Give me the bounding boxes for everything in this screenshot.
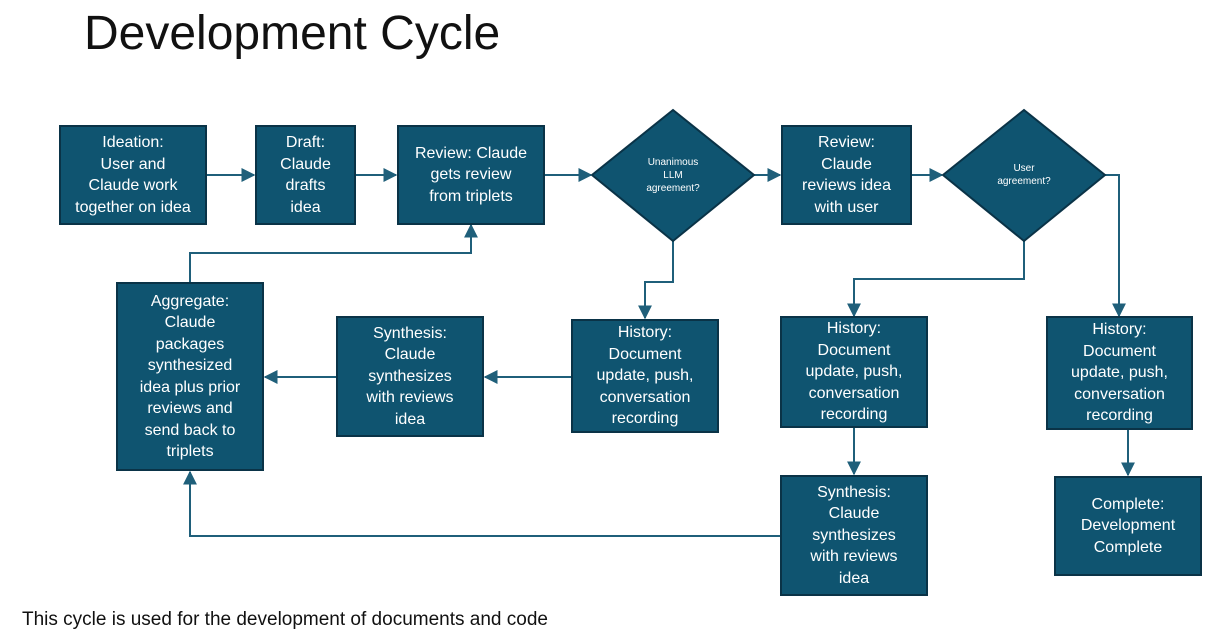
arrow-user-decision-to-history-3 [1105, 174, 1126, 318]
llm-agreement-label: Unanimous LLM agreement? [646, 156, 700, 194]
arrow-user-decision-to-history-2 [847, 241, 1025, 318]
draft-box: Draft: Claude drafts idea [255, 125, 356, 225]
ideation-text: Ideation: User and Claude work together … [75, 134, 191, 216]
history-2-box: History: Document update, push, conversa… [780, 316, 928, 428]
aggregate-box: Aggregate: Claude packages synthesized i… [116, 282, 264, 471]
arrow-aggregate-to-review [189, 223, 478, 282]
review-triplets-box: Review: Claude gets review from triplets [397, 125, 545, 225]
aggregate-text: Aggregate: Claude packages synthesized i… [139, 292, 241, 461]
history-1-text: History: Document update, push, conversa… [596, 324, 694, 428]
history-3-text: History: Document update, push, conversa… [1071, 321, 1168, 425]
review-user-box: Review: Claude reviews idea with user [781, 125, 912, 225]
history-2-text: History: Document update, push, conversa… [805, 320, 903, 424]
complete-box: Complete: Development Complete [1054, 476, 1202, 576]
user-decision-diamond [941, 108, 1107, 243]
history-3-box: History: Document update, push, conversa… [1046, 316, 1193, 430]
history-1-box: History: Document update, push, conversa… [571, 319, 719, 433]
llm-decision-diamond [590, 108, 756, 243]
synthesis-1-text: Synthesis: Claude synthesizes with revie… [366, 324, 454, 428]
user-agreement-label: User agreement? [997, 163, 1051, 187]
footer-caption: This cycle is used for the development o… [22, 609, 548, 630]
arrow-synthesis-2-to-aggregate [183, 470, 782, 537]
review-triplets-text: Review: Claude gets review from triplets [414, 144, 528, 205]
synthesis-1-box: Synthesis: Claude synthesizes with revie… [336, 316, 484, 437]
complete-text: Complete: Development Complete [1080, 495, 1176, 556]
review-user-text: Review: Claude reviews idea with user [802, 134, 891, 216]
arrow-llm-decision-to-history-1 [638, 241, 674, 320]
synthesis-2-text: Synthesis: Claude synthesizes with revie… [810, 483, 898, 587]
synthesis-2-box: Synthesis: Claude synthesizes with revie… [780, 475, 928, 596]
draft-text: Draft: Claude drafts idea [280, 134, 331, 216]
page-title: Development Cycle [84, 7, 501, 60]
ideation-box: Ideation: User and Claude work together … [59, 125, 207, 225]
